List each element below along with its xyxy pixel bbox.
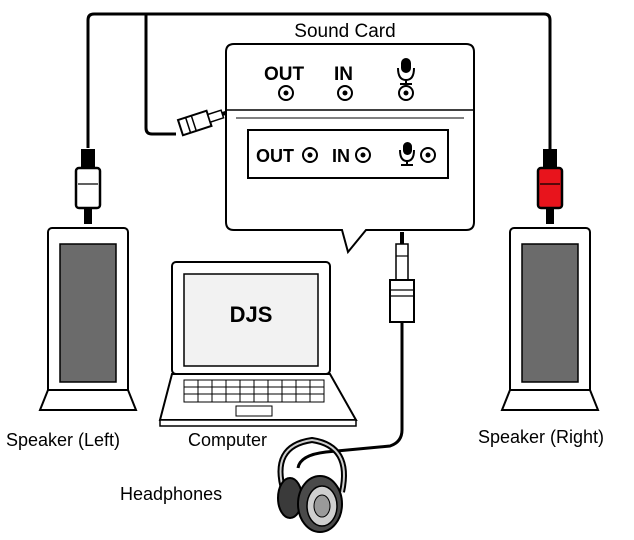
laptop-screen-text: DJS — [230, 302, 273, 327]
speaker-left — [38, 227, 138, 411]
headphone-plug — [389, 232, 415, 323]
microphone-icon — [399, 142, 415, 166]
headphones — [277, 436, 347, 533]
keyboard — [183, 379, 325, 417]
laptop: DJS — [158, 261, 358, 427]
microphone-icon — [397, 58, 415, 85]
laptop-screen — [183, 273, 319, 367]
speaker-cable — [86, 12, 552, 150]
out-plug — [176, 108, 235, 137]
detail-in-label: IN — [332, 146, 350, 166]
speaker-right-label: Speaker (Right) — [478, 427, 604, 447]
speaker-right — [500, 227, 600, 411]
speaker-left-label: Speaker (Left) — [6, 430, 120, 450]
detail-out-label: OUT — [256, 146, 294, 166]
headphones-label: Headphones — [120, 484, 222, 504]
rca-plug-right — [536, 149, 564, 224]
out-plug-cable — [144, 14, 176, 136]
rca-plug-left — [74, 149, 102, 224]
panel-out-label: OUT — [264, 64, 305, 85]
headphone-cable — [296, 322, 404, 469]
speaker-grille — [521, 243, 579, 383]
sound-card: OUT IN OUT IN — [225, 43, 475, 255]
trackpad — [235, 405, 273, 417]
speaker-grille — [59, 243, 117, 383]
sound-card-label: Sound Card — [294, 21, 395, 42]
computer-label: Computer — [188, 430, 267, 450]
panel-in-label: IN — [334, 64, 353, 85]
